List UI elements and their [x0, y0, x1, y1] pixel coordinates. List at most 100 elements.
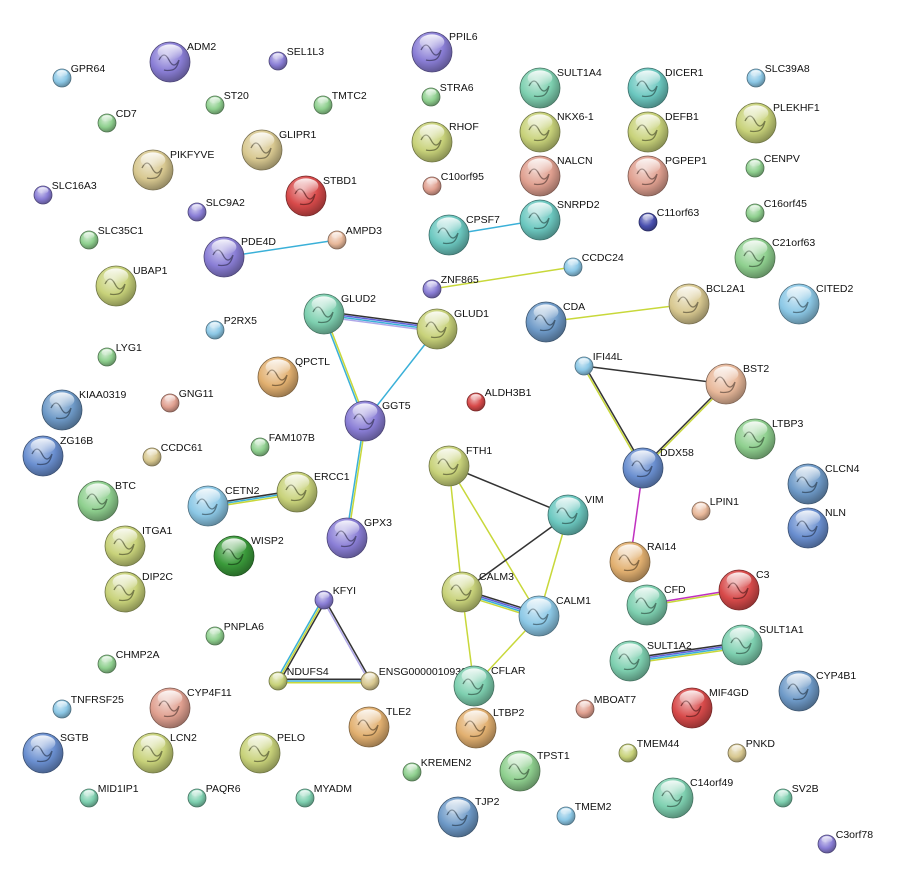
node-c3[interactable]: C3	[718, 569, 770, 611]
node-cetn2[interactable]: CETN2	[187, 485, 260, 527]
node-wisp2[interactable]: WISP2	[213, 535, 284, 577]
node-ifi44l[interactable]: IFI44L	[574, 351, 623, 376]
node-slc9a2[interactable]: SLC9A2	[187, 197, 245, 222]
node-kfyi[interactable]: KFYI	[314, 585, 356, 610]
node-p2rx5[interactable]: P2RX5	[205, 315, 257, 340]
node-c3orf78[interactable]: C3orf78	[817, 829, 873, 854]
node-ndufs4[interactable]: NDUFS4	[268, 666, 329, 691]
node-tnfrsf25[interactable]: TNFRSF25	[52, 694, 124, 719]
node-sult1a1[interactable]: SULT1A1	[721, 624, 804, 666]
node-clcn4[interactable]: CLCN4	[787, 463, 860, 505]
node-pnpla6[interactable]: PNPLA6	[205, 621, 264, 646]
node-znf865[interactable]: ZNF865	[422, 274, 479, 299]
node-zg16b[interactable]: ZG16B	[22, 435, 93, 477]
edge-FTH1-CALM1[interactable]	[448, 465, 540, 617]
node-cited2[interactable]: CITED2	[778, 283, 854, 325]
node-ccdc24[interactable]: CCDC24	[563, 252, 624, 277]
node-pgpep1[interactable]: PGPEP1	[627, 155, 707, 197]
node-ercc1[interactable]: ERCC1	[276, 471, 350, 513]
node-tle2[interactable]: TLE2	[348, 706, 411, 748]
node-calm3[interactable]: CALM3	[441, 571, 514, 613]
node-ddx58[interactable]: DDX58	[622, 447, 694, 489]
edge-ZNF865-CCDC24[interactable]	[431, 266, 574, 290]
node-defb1[interactable]: DEFB1	[627, 111, 699, 153]
edge-CDA-BCL2A1[interactable]	[545, 303, 690, 323]
node-vim[interactable]: VIM	[547, 494, 604, 536]
node-pde4d[interactable]: PDE4D	[203, 236, 276, 278]
node-stbd1[interactable]: STBD1	[285, 175, 357, 217]
edge-IFI44L-BST2[interactable]	[583, 365, 727, 385]
node-gpx3[interactable]: GPX3	[326, 517, 392, 559]
node-cenpv[interactable]: CENPV	[745, 153, 800, 178]
node-btc[interactable]: BTC	[77, 480, 136, 522]
node-mid1ip1[interactable]: MID1IP1	[79, 783, 139, 808]
edge-FTH1-CALM3[interactable]	[448, 465, 463, 593]
node-tjp2[interactable]: TJP2	[437, 796, 500, 838]
node-glud2[interactable]: GLUD2	[303, 293, 376, 335]
node-ampd3[interactable]: AMPD3	[327, 225, 382, 250]
node-ensg00000109390[interactable]: ENSG00000109390	[360, 666, 473, 691]
node-chmp2a[interactable]: CHMP2A	[97, 649, 160, 674]
node-slc35c1[interactable]: SLC35C1	[79, 225, 143, 250]
node-fth1[interactable]: FTH1	[428, 445, 492, 487]
node-slc16a3[interactable]: SLC16A3	[33, 180, 97, 205]
node-paqr6[interactable]: PAQR6	[187, 783, 241, 808]
node-snrpd2[interactable]: SNRPD2	[519, 199, 600, 241]
node-glud1[interactable]: GLUD1	[416, 308, 489, 350]
node-cyp4b1[interactable]: CYP4B1	[778, 670, 856, 712]
node-tmtc2[interactable]: TMTC2	[313, 90, 367, 115]
node-sv2b[interactable]: SV2B	[773, 783, 819, 808]
node-glipr1[interactable]: GLIPR1	[241, 129, 317, 171]
node-qpctl[interactable]: QPCTL	[257, 356, 330, 398]
node-ccdc61[interactable]: CCDC61	[142, 442, 203, 467]
node-cda[interactable]: CDA	[525, 301, 585, 343]
node-plekhf1[interactable]: PLEKHF1	[735, 102, 820, 144]
node-ggt5[interactable]: GGT5	[344, 400, 411, 442]
node-cpsf7[interactable]: CPSF7	[428, 214, 500, 256]
node-gpr64[interactable]: GPR64	[52, 63, 105, 88]
node-cfd[interactable]: CFD	[626, 584, 686, 626]
node-mboat7[interactable]: MBOAT7	[575, 694, 636, 719]
node-sgtb[interactable]: SGTB	[22, 732, 89, 774]
node-ppil6[interactable]: PPIL6	[411, 31, 478, 73]
node-st20[interactable]: ST20	[205, 90, 249, 115]
node-fam107b[interactable]: FAM107B	[250, 432, 315, 457]
node-dicer1[interactable]: DICER1	[627, 67, 704, 109]
node-cflar[interactable]: CFLAR	[453, 665, 526, 707]
node-calm1[interactable]: CALM1	[518, 595, 591, 637]
node-adm2[interactable]: ADM2	[149, 41, 216, 83]
node-tmem44[interactable]: TMEM44	[618, 738, 680, 763]
node-c21orf63[interactable]: C21orf63	[734, 237, 815, 279]
edge-VIM-CALM3[interactable]	[461, 514, 569, 593]
node-rai14[interactable]: RAI14	[609, 541, 676, 583]
node-bst2[interactable]: BST2	[705, 363, 769, 405]
edge-KFYI-ENSG00000109390[interactable]	[322, 599, 372, 682]
node-aldh3b1[interactable]: ALDH3B1	[466, 387, 532, 412]
node-nalcn[interactable]: NALCN	[519, 155, 593, 197]
node-stra6[interactable]: STRA6	[421, 82, 474, 107]
node-tmem2[interactable]: TMEM2	[556, 801, 612, 826]
node-cd7[interactable]: CD7	[97, 108, 137, 133]
node-c16orf45[interactable]: C16orf45	[745, 198, 807, 223]
node-itga1[interactable]: ITGA1	[104, 525, 173, 567]
node-c11orf63[interactable]: C11orf63	[638, 207, 699, 232]
node-slc39a8[interactable]: SLC39A8	[746, 63, 810, 88]
node-kiaa0319[interactable]: KIAA0319	[41, 389, 126, 431]
node-cyp4f11[interactable]: CYP4F11	[149, 687, 232, 729]
node-nkx6-1[interactable]: NKX6-1	[519, 111, 594, 153]
node-pikfyve[interactable]: PIKFYVE	[132, 149, 214, 191]
node-lpin1[interactable]: LPIN1	[691, 496, 739, 521]
node-lcn2[interactable]: LCN2	[132, 732, 197, 774]
node-sult1a4[interactable]: SULT1A4	[519, 67, 602, 109]
node-ubap1[interactable]: UBAP1	[95, 265, 168, 307]
node-c10orf95[interactable]: C10orf95	[422, 171, 484, 196]
node-c14orf49[interactable]: C14orf49	[652, 777, 733, 819]
node-kremen2[interactable]: KREMEN2	[402, 757, 472, 782]
node-rhof[interactable]: RHOF	[411, 121, 479, 163]
node-ltbp2[interactable]: LTBP2	[455, 707, 524, 749]
edge-FTH1-VIM[interactable]	[448, 465, 569, 516]
node-gng11[interactable]: GNG11	[160, 388, 214, 413]
node-pelo[interactable]: PELO	[239, 732, 305, 774]
node-myadm[interactable]: MYADM	[295, 783, 352, 808]
node-pnkd[interactable]: PNKD	[727, 738, 775, 763]
